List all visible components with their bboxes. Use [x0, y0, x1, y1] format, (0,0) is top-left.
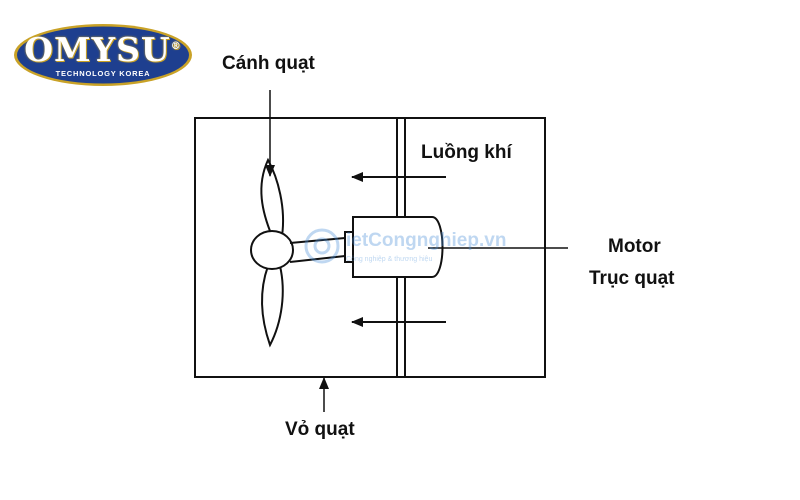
label-motor: Motor: [608, 236, 661, 257]
fan-blade-top: [260, 157, 284, 237]
watermark-text: ietCongnghiep.vn: [346, 230, 507, 251]
label-fan-casing: Vỏ quạt: [285, 419, 355, 440]
watermark: ietCongnghiep.vn Công nghiệp & thương hi…: [300, 220, 540, 280]
motor-body: [352, 216, 444, 278]
registered-mark: ®: [170, 41, 182, 52]
logo-ellipse: [14, 24, 192, 86]
label-airflow: Luồng khí: [421, 142, 512, 163]
logo-tagline: TECHNOLOGY KOREA: [55, 69, 151, 78]
watermark-subtext: Công nghiệp & thương hiệu: [346, 256, 433, 263]
label-fan-blade: Cánh quạt: [222, 53, 315, 74]
logo-brand: OMYSU®: [24, 30, 182, 69]
watermark-gear-icon: [304, 228, 340, 264]
label-fan-shaft: Trục quạt: [589, 268, 675, 289]
fan-hub: [250, 230, 294, 270]
fan-shaft-bottom: [289, 255, 346, 263]
fan-shaft-top: [289, 237, 346, 244]
omysu-logo: OMYSU® TECHNOLOGY KOREA: [12, 22, 194, 88]
fan-blade-bottom: [261, 265, 284, 348]
